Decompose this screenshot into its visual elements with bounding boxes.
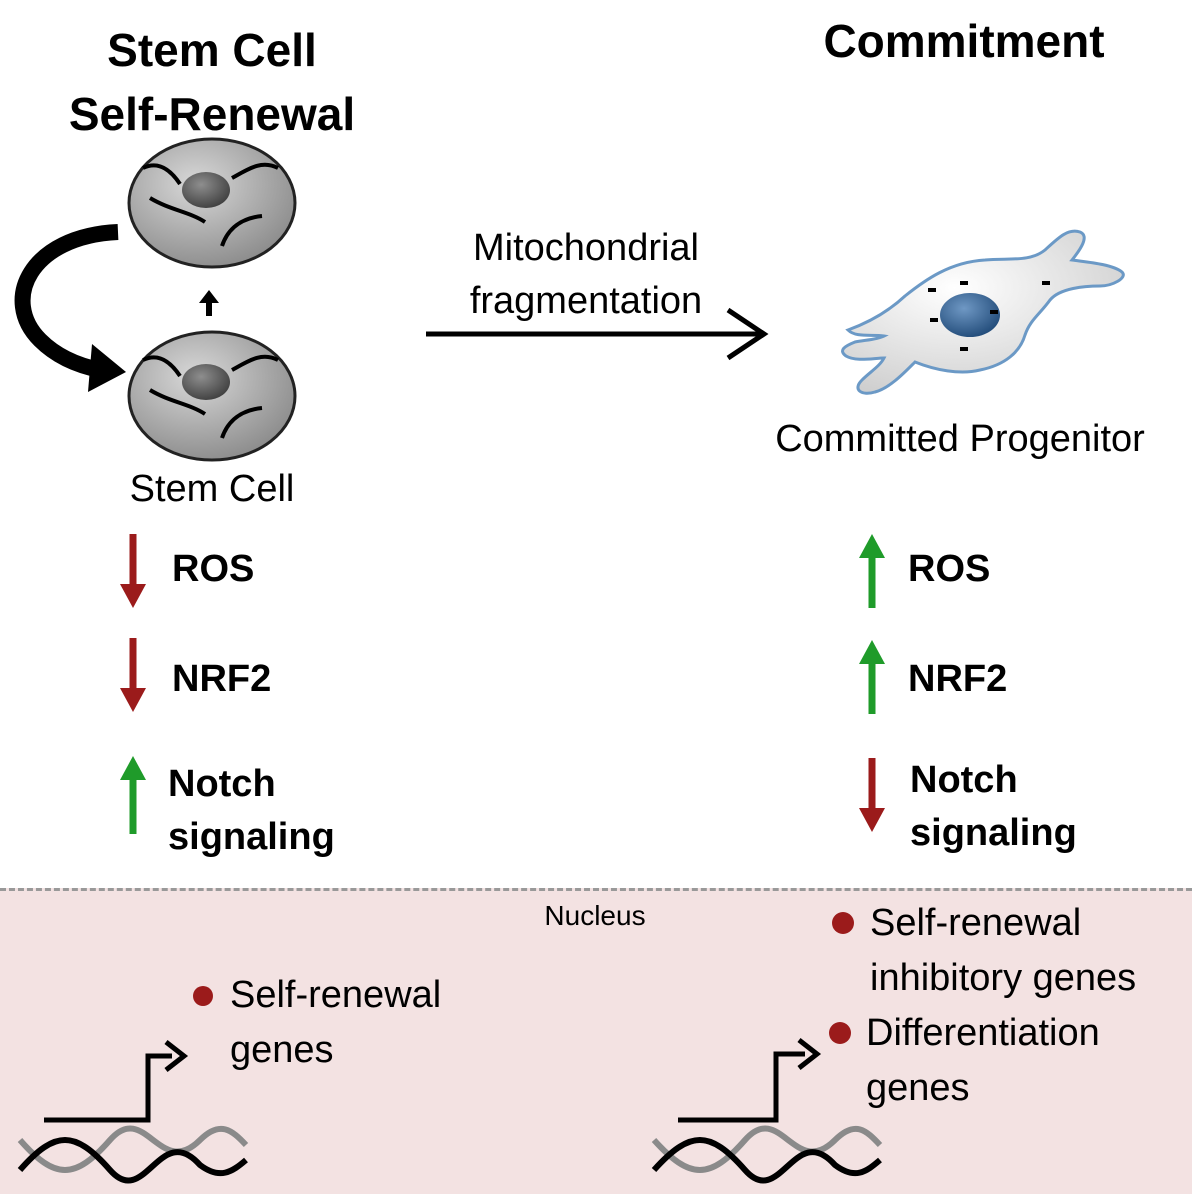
left-nrf2-down-arrow-icon — [120, 638, 146, 712]
left-gene-bullet-icon — [193, 986, 213, 1006]
left-gene-line-1: Self-renewal — [230, 974, 442, 1016]
left-gene-item: Self-renewal genes — [230, 968, 441, 1078]
stem-cell-bottom-icon — [127, 330, 297, 462]
transition-line-1: Mitochondrial — [473, 227, 699, 269]
nucleus-label: Nucleus — [544, 900, 646, 931]
right-ros-up-arrow-icon — [859, 534, 885, 608]
right-dna-helix-icon — [651, 1125, 883, 1184]
left-notch-up-arrow-icon — [120, 756, 146, 834]
right-notch-label: Notch signaling — [910, 754, 1077, 860]
right-nrf2-label: NRF2 — [908, 658, 1008, 700]
left-notch-label: Notch signaling — [168, 758, 335, 864]
right-gene-2-line-2: genes — [866, 1067, 970, 1110]
left-notch-line-1: Notch — [168, 763, 276, 805]
left-ros-label: ROS — [172, 548, 255, 590]
right-gene-bullet-1-icon — [832, 912, 854, 934]
right-gene-1-line-1: Self-renewal — [870, 902, 1082, 944]
division-up-arrow-icon — [199, 290, 219, 316]
left-dna-helix-icon — [17, 1125, 249, 1184]
self-renewal-heading: Stem Cell Self-Renewal — [69, 18, 355, 147]
fragmentation-arrow-icon — [426, 307, 769, 361]
right-gene-2-line-1: Differentiation — [866, 1012, 1100, 1054]
left-nrf2-label: NRF2 — [172, 658, 272, 700]
stem-cell-label: Stem Cell — [129, 468, 295, 510]
committed-progenitor-label: Committed Progenitor — [775, 418, 1145, 460]
transition-line-2: fragmentation — [469, 280, 703, 323]
left-gene-line-2: genes — [230, 1029, 334, 1072]
right-promoter-arrow-icon — [678, 1038, 822, 1123]
self-renewal-loop-arrow-icon — [14, 224, 126, 392]
right-gene-item-2: Differentiation genes — [866, 1006, 1100, 1116]
heading-line-2: Self-Renewal — [68, 88, 356, 141]
left-promoter-arrow-icon — [44, 1040, 189, 1123]
committed-progenitor-icon — [841, 229, 1125, 395]
heading-line-1: Stem Cell — [107, 24, 317, 76]
left-ros-down-arrow-icon — [120, 534, 146, 608]
right-gene-item-1: Self-renewal inhibitory genes — [870, 896, 1136, 1006]
transition-label: Mitochondrial fragmentation — [470, 222, 702, 328]
right-ros-label: ROS — [908, 548, 991, 590]
right-notch-down-arrow-icon — [859, 758, 885, 832]
left-notch-line-2: signaling — [168, 816, 335, 859]
stem-cell-top-icon — [127, 137, 297, 269]
right-gene-1-line-2: inhibitory genes — [870, 957, 1137, 1000]
right-gene-bullet-2-icon — [829, 1022, 851, 1044]
right-notch-line-1: Notch — [910, 759, 1018, 801]
right-nrf2-up-arrow-icon — [859, 640, 885, 714]
right-notch-line-2: signaling — [910, 812, 1077, 855]
commitment-heading: Commitment — [823, 15, 1105, 67]
